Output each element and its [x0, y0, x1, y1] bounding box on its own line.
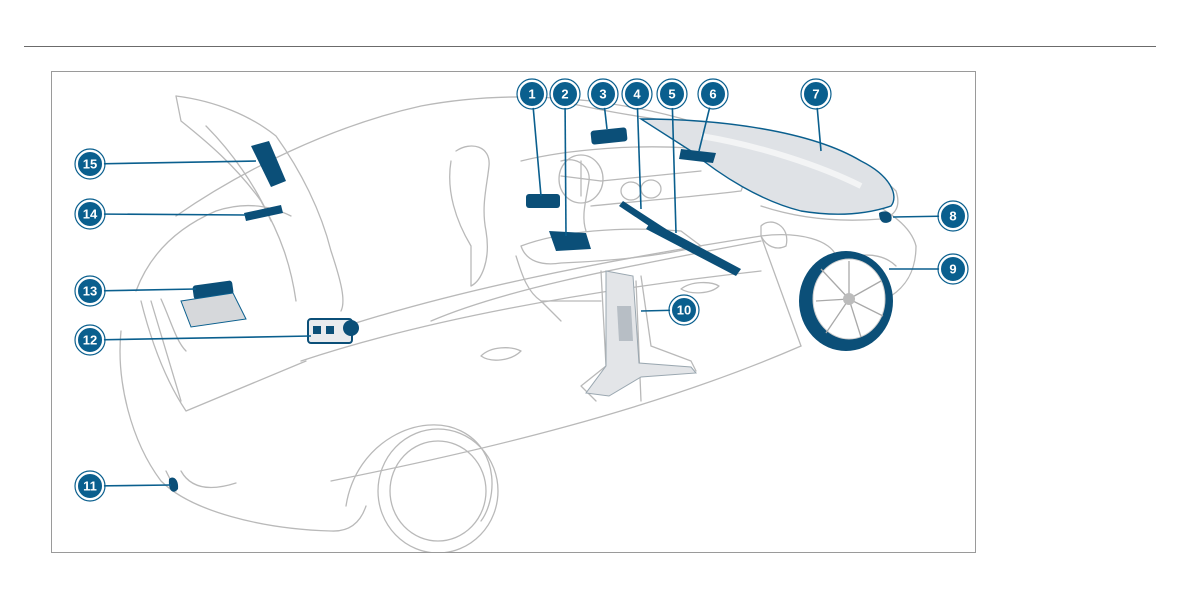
callout-9: 9 — [938, 254, 968, 284]
callout-label: 12 — [83, 333, 97, 348]
callout-15: 15 — [75, 149, 105, 179]
callout-label: 8 — [949, 209, 956, 224]
component-5 — [646, 221, 741, 276]
component-2 — [549, 231, 591, 251]
callout-label: 15 — [83, 157, 97, 172]
callout-label: 2 — [561, 87, 568, 102]
callout-4: 4 — [622, 79, 652, 109]
callout-label: 6 — [709, 87, 716, 102]
callout-label: 13 — [83, 284, 97, 299]
callout-8: 8 — [938, 201, 968, 231]
callout-label: 4 — [633, 87, 641, 102]
callout-label: 9 — [949, 262, 956, 277]
callout-label: 3 — [599, 87, 606, 102]
callout-label: 7 — [812, 87, 819, 102]
callout-10: 10 — [669, 295, 699, 325]
callout-6: 6 — [698, 79, 728, 109]
callout-5: 5 — [657, 79, 687, 109]
component-12 — [308, 319, 359, 343]
component-15 — [251, 141, 286, 187]
page-header-rule — [24, 46, 1156, 47]
callout-14: 14 — [75, 199, 105, 229]
callout-label: 14 — [83, 207, 98, 222]
callout-11: 11 — [75, 471, 105, 501]
windshield-highlight — [641, 119, 894, 214]
callout-13: 13 — [75, 276, 105, 306]
callout-2: 2 — [550, 79, 580, 109]
callout-12: 12 — [75, 325, 105, 355]
callout-label: 11 — [83, 479, 97, 494]
callout-3: 3 — [588, 79, 618, 109]
callout-label: 5 — [668, 87, 675, 102]
component-3 — [590, 127, 627, 145]
callout-label: 1 — [528, 87, 535, 102]
callout-label: 10 — [677, 303, 691, 318]
component-1 — [526, 194, 560, 208]
front-wheel — [799, 251, 893, 351]
callout-7: 7 — [801, 79, 831, 109]
callout-1: 1 — [517, 79, 547, 109]
